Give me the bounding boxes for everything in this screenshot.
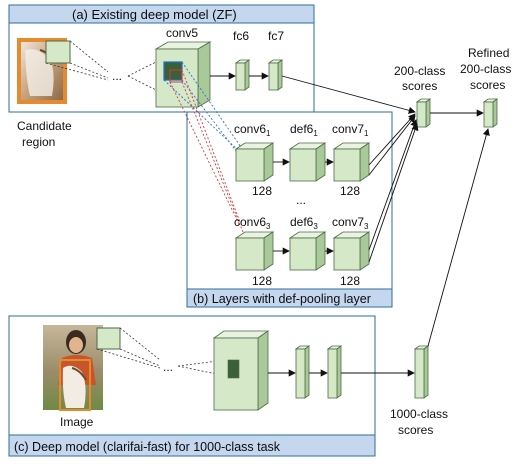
candidate-label-line1: Candidate <box>17 119 72 133</box>
scores-1000-label-line1: 1000-class <box>390 407 448 421</box>
vertical-dots: ... <box>296 193 306 207</box>
refined-label-line3: scores <box>470 78 505 92</box>
def6-1-label: def61 <box>290 122 318 138</box>
def6-3-label: def63 <box>290 215 318 231</box>
fc6-block <box>234 59 251 91</box>
panel-c-fc1-block <box>294 345 311 399</box>
dots-panel-c: ... <box>163 360 173 374</box>
panel-c-conv-block <box>212 330 270 411</box>
def6-3-block <box>288 231 327 271</box>
fc7-label: fc7 <box>268 29 284 43</box>
channels-label-conv6-3: 128 <box>252 274 272 288</box>
scene-crop <box>96 327 121 350</box>
scores-200-label-line1: 200-class <box>394 64 445 78</box>
refined-label-line1: Refined <box>468 46 509 60</box>
channels-label-conv7-1: 128 <box>340 184 360 198</box>
refined-label-line2: 200-class <box>460 62 511 76</box>
dots-panel-a: ... <box>112 69 122 83</box>
refined-scores-block <box>482 98 499 128</box>
panel-b-title: (b) Layers with def-pooling layer <box>193 292 371 306</box>
conv5-label: conv5 <box>166 26 198 40</box>
conv7-3-block <box>332 231 371 271</box>
panel-c-title-bg <box>8 434 376 457</box>
conv6-1-block <box>234 142 275 182</box>
arrow-1000-to-refined <box>427 128 490 347</box>
scores-200-block <box>415 98 432 128</box>
panel-a-title: (a) Existing deep model (ZF) <box>72 7 237 22</box>
channels-label-conv7-3: 128 <box>340 274 360 288</box>
blue-projection-lines <box>163 61 244 161</box>
panel-a-title-bg <box>8 4 315 24</box>
image-label: Image <box>60 415 94 429</box>
panel-b-title-bg <box>186 288 393 308</box>
conv6-1-label: conv61 <box>234 122 271 138</box>
conv5-block <box>154 41 212 108</box>
conv6-3-label: conv63 <box>234 215 271 231</box>
projection-lines-a <box>45 40 161 93</box>
candidate-label-line2: region <box>22 135 55 149</box>
channels-label-conv6-1: 128 <box>252 184 272 198</box>
panel-c-fc2-block <box>326 345 343 399</box>
conv6-3-block <box>234 231 275 271</box>
scores-1000-block <box>413 345 430 399</box>
candidate-region-crop <box>45 40 71 64</box>
def6-1-block <box>288 142 327 182</box>
scores-200-label-line2: scores <box>402 79 437 93</box>
conv7-3-label: conv73 <box>332 215 369 231</box>
scene-image <box>43 325 103 411</box>
scores-1000-label-line2: scores <box>398 423 433 437</box>
arrows-into-200-scores <box>281 75 419 263</box>
panel-c-title: (c) Deep model (clarifai-fast) for 1000-… <box>14 440 281 454</box>
fc7-block <box>267 59 284 91</box>
conv7-1-block <box>332 142 371 182</box>
red-projection-lines <box>169 69 244 233</box>
fc6-label: fc6 <box>233 29 249 43</box>
conv7-1-label: conv71 <box>332 122 369 138</box>
